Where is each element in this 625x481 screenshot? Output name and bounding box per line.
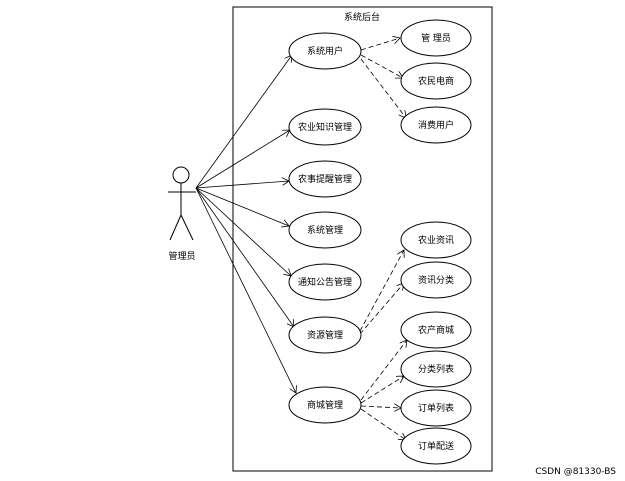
use-case-glyuan: 管 理员 — [400, 19, 472, 57]
association-zygl — [195, 187, 294, 327]
dependency-xtyh-xfyh — [360, 58, 406, 118]
use-case-label: 通知公告管理 — [298, 276, 352, 288]
dependency-scgl-ddps — [360, 408, 406, 440]
dependencies — [359, 38, 407, 440]
dependency-xtyh-glyuan — [360, 38, 400, 51]
association-scgl — [195, 187, 296, 393]
dependency-scgl-ncsc — [360, 340, 407, 401]
use-case-label: 资源管理 — [307, 329, 343, 341]
system-title: 系统后台 — [344, 11, 380, 23]
use-case-ddps: 订单配送 — [400, 427, 472, 465]
use-case-label: 农业知识管理 — [298, 121, 352, 133]
dependency-zygl-zyzx — [359, 250, 404, 332]
use-case-label: 农民电商 — [418, 75, 454, 87]
use-case-label: 农业资讯 — [418, 234, 454, 246]
associations — [195, 55, 296, 393]
use-case-xtgl: 系统管理 — [288, 211, 362, 249]
use-case-label: 农事提醒管理 — [298, 173, 352, 185]
use-case-label: 订单配送 — [418, 440, 454, 452]
use-case-label: 管 理员 — [421, 32, 451, 44]
use-case-label: 农产商城 — [418, 324, 454, 336]
use-case-label: 分类列表 — [418, 363, 454, 375]
use-case-label: 系统用户 — [307, 45, 343, 57]
administrator-actor — [168, 166, 196, 241]
actor-left-leg — [169, 214, 182, 241]
use-case-label: 商城管理 — [307, 399, 343, 411]
use-case-ddlb: 订单列表 — [400, 389, 472, 427]
dependency-scgl-fllb — [360, 376, 404, 404]
use-case-label: 资讯分类 — [418, 274, 454, 286]
dependency-xtyh-nmds — [360, 54, 403, 78]
dependency-zygl-zxfl — [359, 283, 404, 335]
use-case-nstx: 农事提醒管理 — [288, 160, 362, 198]
use-case-zygl: 资源管理 — [288, 316, 362, 354]
association-xtyh — [195, 55, 292, 189]
use-case-tzgg: 通知公告管理 — [288, 263, 362, 301]
use-case-label: 系统管理 — [307, 224, 343, 236]
use-case-label: 消费用户 — [418, 119, 454, 131]
association-xtgl — [195, 187, 289, 226]
use-case-zyzx: 农业资讯 — [400, 221, 472, 259]
actor-right-leg — [180, 214, 194, 241]
dependency-scgl-ddlb — [360, 406, 401, 408]
actor-head — [172, 166, 190, 184]
use-case-nyzs: 农业知识管理 — [288, 108, 362, 146]
use-case-xfyh: 消费用户 — [400, 106, 472, 144]
use-case-fllb: 分类列表 — [400, 350, 472, 388]
association-nyzs — [195, 130, 290, 189]
use-case-nmds: 农民电商 — [400, 62, 472, 100]
actor-label: 管理员 — [168, 250, 195, 262]
use-case-label: 订单列表 — [418, 402, 454, 414]
use-case-zxfl: 资讯分类 — [400, 261, 472, 299]
use-case-ncsc: 农产商城 — [400, 311, 472, 349]
use-case-scgl: 商城管理 — [288, 386, 362, 424]
use-case-xtyh: 系统用户 — [288, 32, 362, 70]
association-nstx — [195, 181, 289, 189]
system-boundary — [232, 6, 493, 472]
association-tzgg — [195, 187, 291, 276]
watermark: CSDN @81330-BS — [535, 467, 616, 477]
